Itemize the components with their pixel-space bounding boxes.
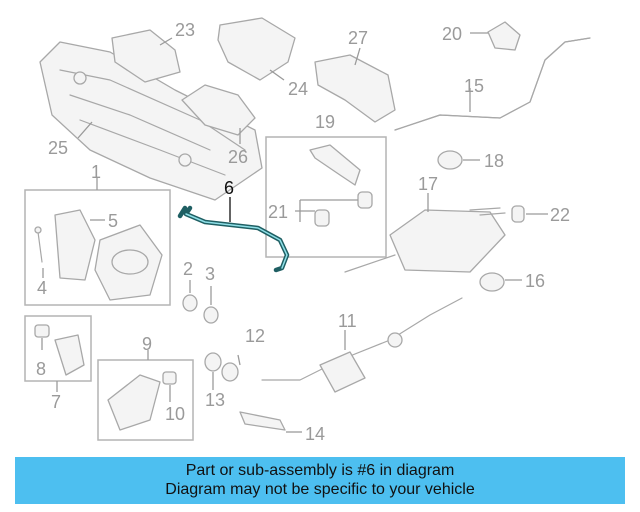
- banner-line-1: Part or sub-assembly is #6 in diagram: [185, 462, 455, 479]
- callout-27: 27: [348, 28, 368, 48]
- part-7-bracket[interactable]: [54, 334, 85, 376]
- callout-1: 1: [91, 162, 101, 182]
- part-5-heat-shield[interactable]: [54, 209, 96, 281]
- group-box-7: [24, 315, 92, 382]
- part-1-catalytic-converter[interactable]: [94, 224, 163, 301]
- part-21-mount[interactable]: [314, 191, 373, 227]
- callout-23: 23: [175, 20, 195, 40]
- callout-6: 6: [224, 178, 234, 198]
- part-10-bolt[interactable]: [162, 371, 177, 385]
- part-8-bolt[interactable]: [34, 324, 50, 338]
- callout-26: 26: [228, 147, 248, 167]
- part-17-muffler[interactable]: [344, 207, 506, 273]
- part-15-rear-pipe[interactable]: [394, 37, 591, 131]
- part-26-bracket[interactable]: [181, 84, 256, 136]
- part-20-hanger[interactable]: [487, 21, 521, 51]
- callout-5: 5: [108, 211, 118, 231]
- callout-20: 20: [442, 24, 462, 44]
- callout-19: 19: [315, 112, 335, 132]
- callout-24: 24: [288, 79, 308, 99]
- part-3-gasket[interactable]: [203, 306, 219, 324]
- part-2-gasket[interactable]: [182, 294, 198, 312]
- exhaust-parts-diagram: 25 23 24 26 27 20 15 19 21: [24, 17, 591, 444]
- info-banner: Part or sub-assembly is #6 in diagram Di…: [15, 457, 625, 504]
- part-25-heat-shield[interactable]: [39, 41, 263, 201]
- callout-25: 25: [48, 138, 68, 158]
- banner-line-2: Diagram may not be specific to your vehi…: [165, 481, 475, 498]
- callout-21: 21: [268, 202, 288, 222]
- part-24-shield[interactable]: [217, 17, 296, 81]
- part-9-bracket[interactable]: [107, 374, 161, 431]
- callout-12: 12: [245, 326, 265, 346]
- part-22-isolator[interactable]: [511, 205, 525, 223]
- callout-17: 17: [418, 174, 438, 194]
- callout-2: 2: [183, 259, 193, 279]
- callout-18: 18: [484, 151, 504, 171]
- callout-3: 3: [205, 264, 215, 284]
- part-16-clamp[interactable]: [479, 272, 505, 292]
- part-11-front-pipe[interactable]: [261, 297, 463, 393]
- group-box-19: [265, 136, 387, 258]
- callout-14: 14: [305, 424, 325, 444]
- callout-4: 4: [37, 278, 47, 298]
- callout-8: 8: [36, 359, 46, 379]
- callout-11: 11: [338, 311, 357, 331]
- callout-9: 9: [142, 334, 152, 354]
- part-6-pipe-highlighted[interactable]: [177, 205, 290, 273]
- callout-13: 13: [205, 390, 225, 410]
- part-12-gasket[interactable]: [221, 362, 239, 382]
- callout-22: 22: [550, 205, 570, 225]
- part-4-sensor[interactable]: [34, 226, 43, 263]
- part-13-gasket[interactable]: [204, 352, 222, 372]
- part-14-bracket[interactable]: [239, 411, 286, 431]
- part-19-bracket[interactable]: [309, 144, 361, 186]
- callout-10: 10: [165, 404, 185, 424]
- callout-16: 16: [525, 271, 545, 291]
- group-box-9: [97, 359, 194, 441]
- callout-7: 7: [51, 392, 61, 412]
- callout-15: 15: [464, 76, 484, 96]
- part-18-clamp[interactable]: [437, 150, 463, 170]
